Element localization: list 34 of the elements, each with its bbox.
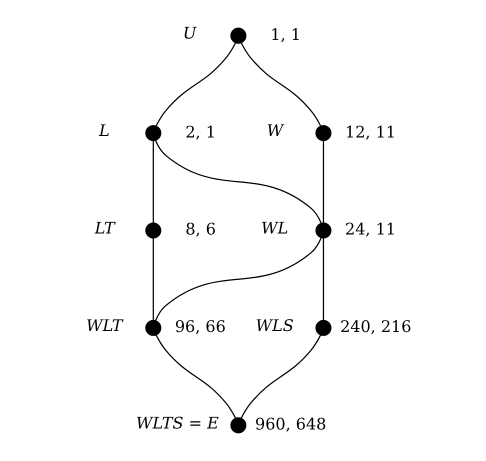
node-label: 8, 6	[185, 220, 216, 239]
node-label: 2, 1	[185, 122, 216, 142]
node-label: 960, 648	[255, 414, 326, 434]
node-label: WL	[261, 218, 288, 238]
node-circle	[315, 222, 332, 239]
node-label: 1, 1	[270, 24, 301, 44]
node-circle	[315, 320, 332, 336]
node-label: LT	[94, 218, 115, 238]
connector	[154, 237, 322, 322]
node-label: L	[99, 121, 110, 140]
node-label: WLT	[86, 316, 123, 335]
node-circle	[145, 222, 162, 239]
node-circle	[145, 320, 162, 336]
connector	[156, 42, 236, 126]
connector	[322, 238, 324, 320]
connector	[152, 238, 154, 320]
node-label: WLS	[256, 316, 294, 335]
node-label: 96, 66	[174, 317, 226, 336]
node-label: W	[266, 121, 284, 140]
node-label: 240, 216	[340, 317, 412, 336]
connector	[240, 42, 322, 126]
connector	[154, 140, 322, 224]
connector	[322, 140, 324, 223]
connector	[240, 334, 322, 419]
node-label: U	[182, 24, 196, 43]
node-circle	[315, 125, 332, 142]
node-circle	[145, 125, 162, 142]
connector	[156, 334, 236, 419]
node-label: 24, 11	[345, 220, 396, 239]
node-circle	[230, 417, 246, 434]
node-circle	[230, 28, 246, 44]
connector	[152, 140, 154, 223]
node-label: WLTS = E	[136, 413, 219, 432]
node-label: 12, 11	[345, 122, 396, 142]
